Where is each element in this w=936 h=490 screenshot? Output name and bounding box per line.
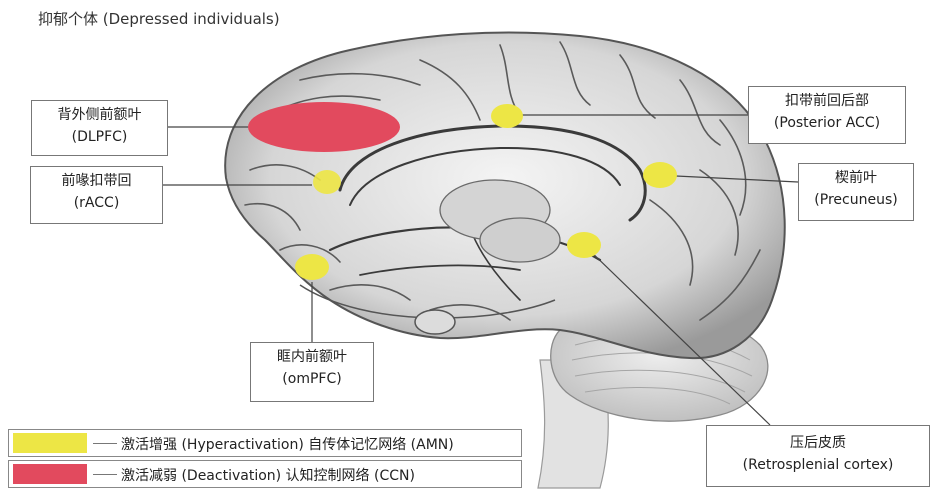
label-precuneus: 楔前叶 (Precuneus) [798, 163, 914, 221]
precuneus-region [643, 162, 677, 188]
legend-text-hyperactivation: 激活增强 (Hyperactivation) 自传体记忆网络 (AMN) [121, 434, 454, 454]
label-racc-cn: 前喙扣带回 [31, 170, 162, 192]
legend-item-deactivation: 激活减弱 (Deactivation) 认知控制网络 (CCN) [8, 460, 522, 488]
label-posterior-acc-cn: 扣带前回后部 [749, 90, 905, 112]
label-precuneus-cn: 楔前叶 [799, 167, 913, 189]
racc-region [313, 170, 341, 194]
label-dlpfc-cn: 背外侧前额叶 [32, 104, 167, 126]
label-retrosplenial-en: (Retrosplenial cortex) [707, 454, 929, 476]
label-ompfc-en: (omPFC) [251, 368, 373, 390]
label-dlpfc: 背外侧前额叶 (DLPFC) [31, 100, 168, 156]
label-precuneus-en: (Precuneus) [799, 189, 913, 211]
ompfc-region [295, 254, 329, 280]
label-racc: 前喙扣带回 (rACC) [30, 166, 163, 224]
legend-swatch-deactivation [13, 464, 87, 484]
diagram-title: 抑郁个体 (Depressed individuals) [38, 8, 280, 29]
retrosplenial-region [567, 232, 601, 258]
label-ompfc: 眶内前额叶 (omPFC) [250, 342, 374, 402]
label-ompfc-cn: 眶内前额叶 [251, 346, 373, 368]
legend-tick [93, 474, 117, 475]
label-dlpfc-en: (DLPFC) [32, 126, 167, 148]
dlpfc-region [248, 102, 400, 152]
label-retrosplenial: 压后皮质 (Retrosplenial cortex) [706, 425, 930, 487]
legend-text-deactivation: 激活减弱 (Deactivation) 认知控制网络 (CCN) [121, 465, 415, 485]
posterior-acc-region [491, 104, 523, 128]
label-retrosplenial-cn: 压后皮质 [707, 432, 929, 454]
label-racc-en: (rACC) [31, 192, 162, 214]
legend-item-hyperactivation: 激活增强 (Hyperactivation) 自传体记忆网络 (AMN) [8, 429, 522, 457]
legend-swatch-hyperactivation [13, 433, 87, 453]
label-posterior-acc-en: (Posterior ACC) [749, 112, 905, 134]
legend-tick [93, 443, 117, 444]
label-posterior-acc: 扣带前回后部 (Posterior ACC) [748, 86, 906, 144]
